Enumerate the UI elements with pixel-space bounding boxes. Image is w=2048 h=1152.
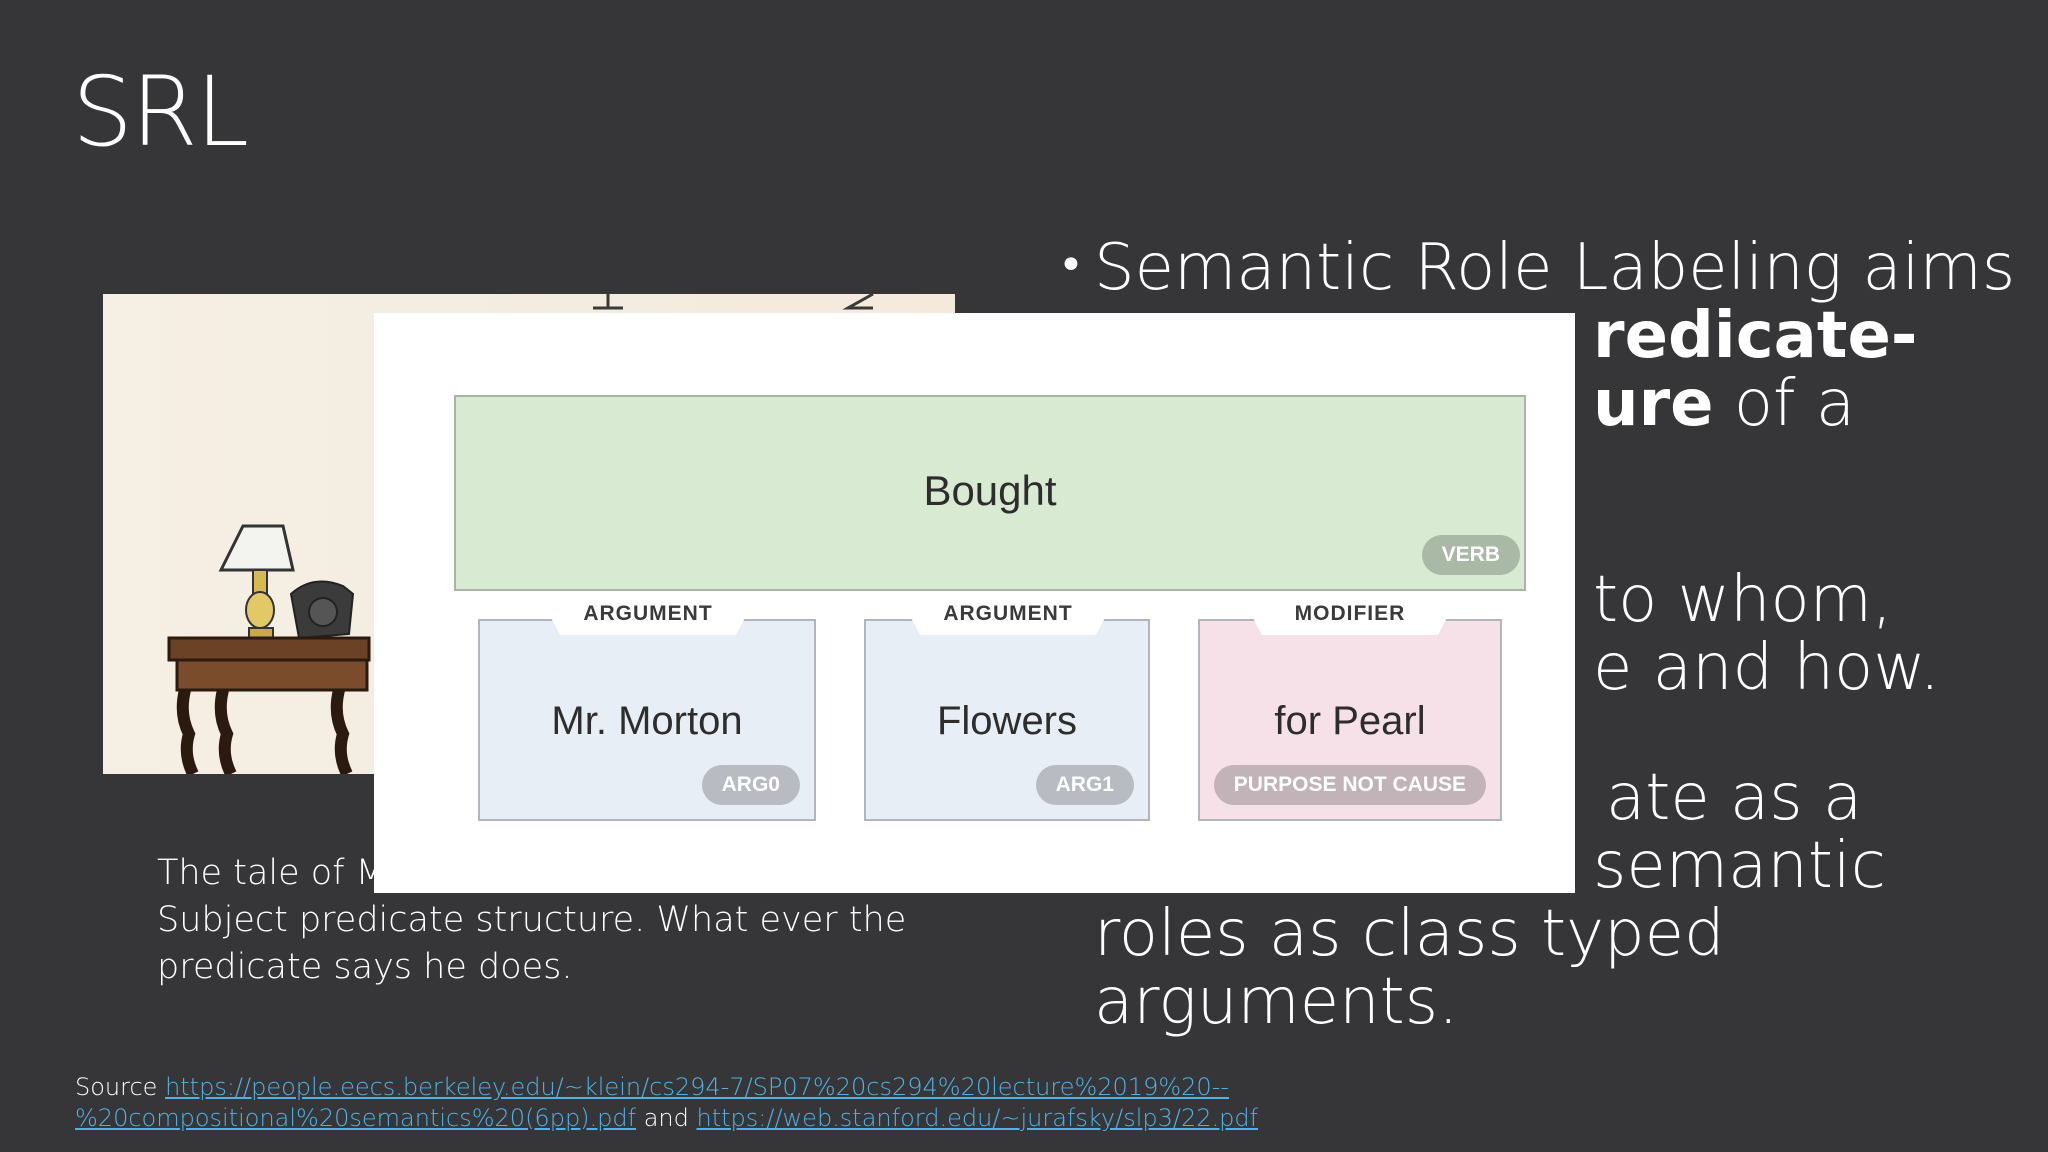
role-tab: MODIFIER xyxy=(1240,593,1460,635)
srl-diagram-panel: Bought VERB Mr. Morton ARG0 ARGUMENT Flo… xyxy=(374,313,1575,893)
role-label: for Pearl xyxy=(1274,699,1426,743)
slide-title: SRL xyxy=(72,56,249,168)
bullet-line: redicate- xyxy=(1593,299,1918,373)
source-link-stanford[interactable]: https://web.stanford.edu/~jurafsky/slp3/… xyxy=(696,1104,1259,1132)
bullet-line: arguments. xyxy=(1094,965,1459,1039)
role-tab-label: ARGUMENT xyxy=(943,602,1073,625)
bullet-line: semantic xyxy=(1593,829,1886,903)
cartoon-illustration xyxy=(167,294,874,774)
role-tab-label: ARGUMENT xyxy=(583,602,713,625)
role-box-modifier: for Pearl PURPOSE NOT CAUSE xyxy=(1198,619,1502,821)
verb-tag: VERB xyxy=(1421,535,1520,575)
role-tab: ARGUMENT xyxy=(538,593,758,635)
role-label: Flowers xyxy=(936,699,1078,743)
role-tag: ARG1 xyxy=(1035,765,1134,805)
role-tab-label: MODIFIER xyxy=(1294,602,1406,625)
bullet-line-rest: of a xyxy=(1713,367,1856,441)
bullet-line: Semantic Role Labeling aims xyxy=(1094,231,2016,305)
bullet-line: roles as class typed xyxy=(1094,897,1725,971)
source-link-berkeley-cont[interactable]: %20compositional%20semantics%20(6pp).pdf xyxy=(75,1104,637,1132)
bullet-line: to whom, xyxy=(1593,563,1893,637)
role-tag: ARG0 xyxy=(701,765,800,805)
role-tag: PURPOSE NOT CAUSE xyxy=(1213,765,1486,805)
verb-label: Bought xyxy=(923,467,1057,514)
source-footer: Source https://people.eecs.berkeley.edu/… xyxy=(75,1072,1258,1134)
source-connector: and xyxy=(636,1104,697,1132)
image-caption: The tale of M Subject predicate structur… xyxy=(157,850,907,991)
role-label: Mr. Morton xyxy=(551,699,743,743)
verb-box: Bought VERB xyxy=(454,395,1526,591)
bullet-line: e and how. xyxy=(1593,631,1940,705)
bullet-line: ate as a xyxy=(1606,761,1863,835)
bullet-line: ure of a xyxy=(1593,370,1855,438)
caption-line: Subject predicate structure. What ever t… xyxy=(157,900,907,940)
source-link-berkeley[interactable]: https://people.eecs.berkeley.edu/~klein/… xyxy=(165,1073,1230,1101)
role-tab: ARGUMENT xyxy=(898,593,1118,635)
bullet-bold-term: ure xyxy=(1593,367,1714,441)
source-prefix: Source xyxy=(75,1073,166,1101)
role-box-arg1: Flowers ARG1 xyxy=(864,619,1150,821)
role-box-arg0: Mr. Morton ARG0 xyxy=(478,619,816,821)
bullet-dot: • xyxy=(1058,240,1084,291)
caption-line: The tale of M xyxy=(157,853,386,893)
caption-line: predicate says he does. xyxy=(157,947,573,987)
